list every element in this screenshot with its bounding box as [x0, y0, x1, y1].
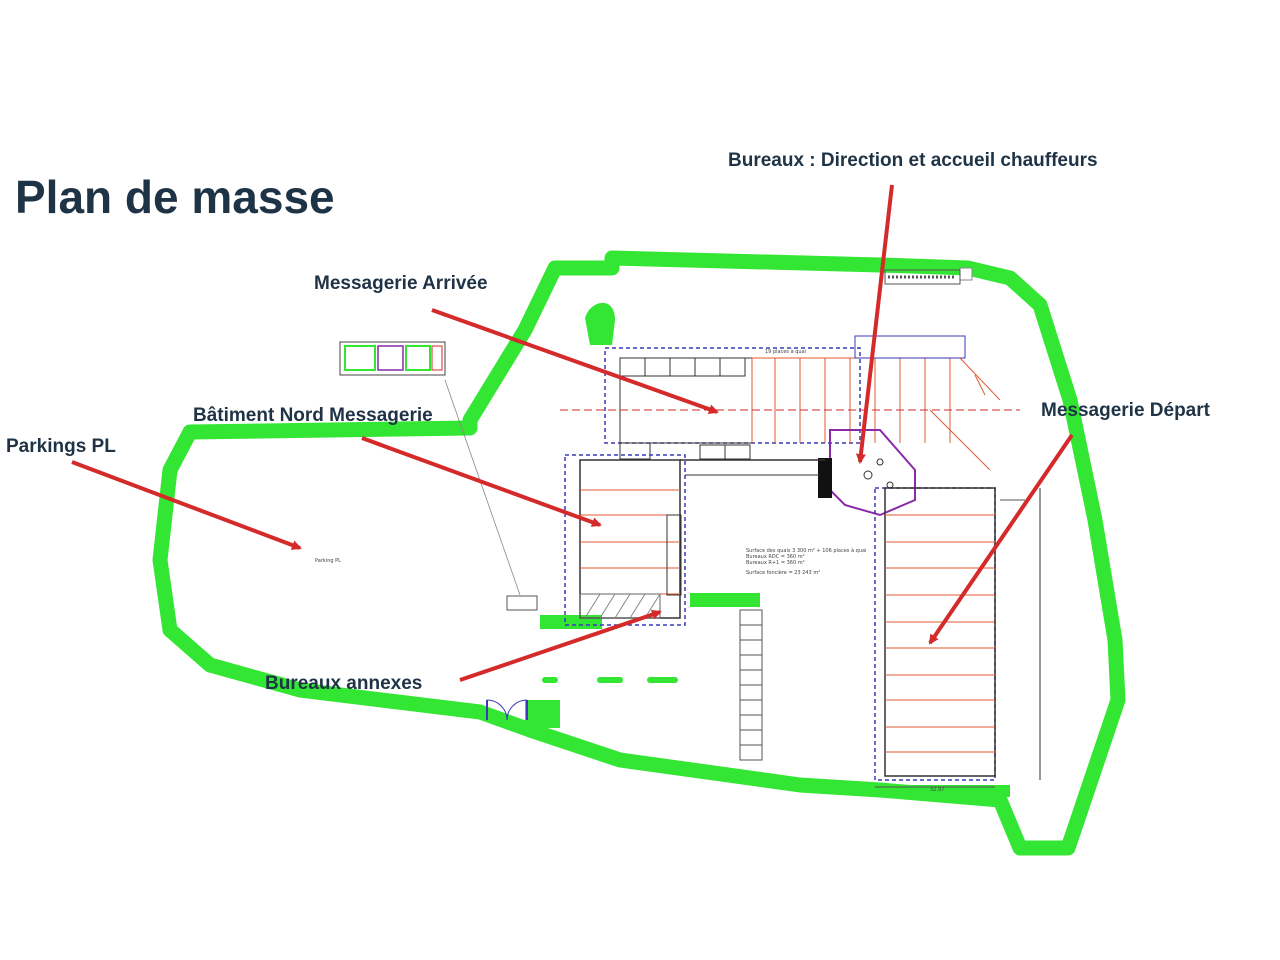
- surface-note-2: Bureaux RDC = 360 m²: [746, 554, 805, 560]
- building-bureaux-direction: [818, 429, 916, 517]
- arrow-messagerie-depart: [928, 433, 1074, 645]
- slide-title: Plan de masse: [15, 171, 335, 223]
- building-messagerie-arrivee: [560, 335, 1020, 460]
- callout-bureaux-direction: Bureaux : Direction et accueil chauffeur…: [728, 150, 1098, 171]
- surface-note-3: Bureaux R+1 = 360 m²: [746, 560, 805, 566]
- callout-batiment-nord: Bâtiment Nord Messagerie: [193, 405, 433, 426]
- surface-note-1: Surface des quais 3 300 m² + 106 places …: [746, 547, 866, 554]
- office-detail-inset: [339, 341, 521, 596]
- arrow-parkings-pl: [71, 460, 302, 550]
- parking-pl-plan-label: Parking PL: [315, 558, 341, 564]
- slide-background: [0, 104, 1280, 856]
- building-messagerie-depart: [874, 487, 1041, 788]
- legend-box: [506, 595, 538, 611]
- callout-messagerie-depart: Messagerie Départ: [1041, 400, 1210, 421]
- callout-messagerie-arrivee: Messagerie Arrivée: [314, 273, 488, 294]
- callout-arrows: [71, 184, 1074, 682]
- south-parking: [486, 609, 763, 761]
- callout-bureaux-annexes: Bureaux annexes: [265, 673, 423, 694]
- surface-note-4: Surface foncière = 23 243 m²: [746, 569, 820, 576]
- diagonal-link: [929, 357, 1001, 471]
- entrance-strip: [884, 269, 961, 285]
- arrow-messagerie-arrivee: [431, 308, 719, 415]
- arrow-batiment-nord: [361, 436, 602, 527]
- places-label: 19 places à quai: [765, 348, 806, 355]
- site-boundary-green: [152, 250, 1126, 856]
- arrow-bureaux-direction: [855, 184, 894, 464]
- dimension-bottom: 32.97: [930, 787, 944, 793]
- arrow-bureaux-annexes: [459, 609, 662, 682]
- callout-parkings-pl: Parkings PL: [6, 436, 116, 457]
